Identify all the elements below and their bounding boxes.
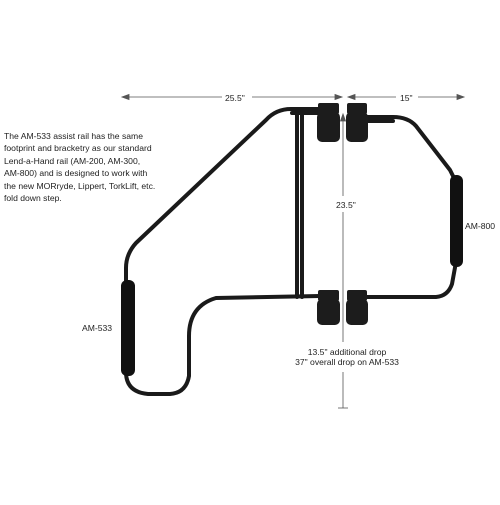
description-line: fold down step. [4,193,62,204]
dimension-right-width: 15" [400,93,413,103]
am533-rail [124,107,322,396]
dimension-line-vertical [338,112,348,409]
am533-grip [121,280,135,376]
top-left-bracket [317,103,340,142]
bottom-right-bracket [346,290,368,325]
dimension-line-right [346,93,466,101]
dimension-height: 23.5" [335,200,357,210]
dimension-left-width: 25.5" [225,93,245,103]
description-line: The AM-533 assist rail has the same [4,131,143,141]
am800-rail [350,115,458,299]
drop-note-line2: 37" overall drop on AM-533 [295,357,399,367]
description-line: footprint and bracketry as our standard [4,143,152,154]
product-description: The AM-533 assist rail has the same foot… [4,130,199,205]
am800-grip [450,175,463,267]
bottom-left-bracket [317,290,340,325]
description-line: the new MORryde, Lippert, TorkLift, etc. [4,180,156,191]
description-line: Lend-a-Hand rail (AM-200, AM-300, [4,155,141,166]
drop-note: 13.5" additional drop 37" overall drop o… [272,347,422,367]
label-am800: AM-800 [465,221,496,231]
top-right-bracket [346,103,368,142]
drop-note-line1: 13.5" additional drop [307,347,387,357]
dimension-line-left [120,93,344,101]
description-line: AM-800) and is designed to work with [4,168,148,179]
label-am533: AM-533 [82,323,113,333]
